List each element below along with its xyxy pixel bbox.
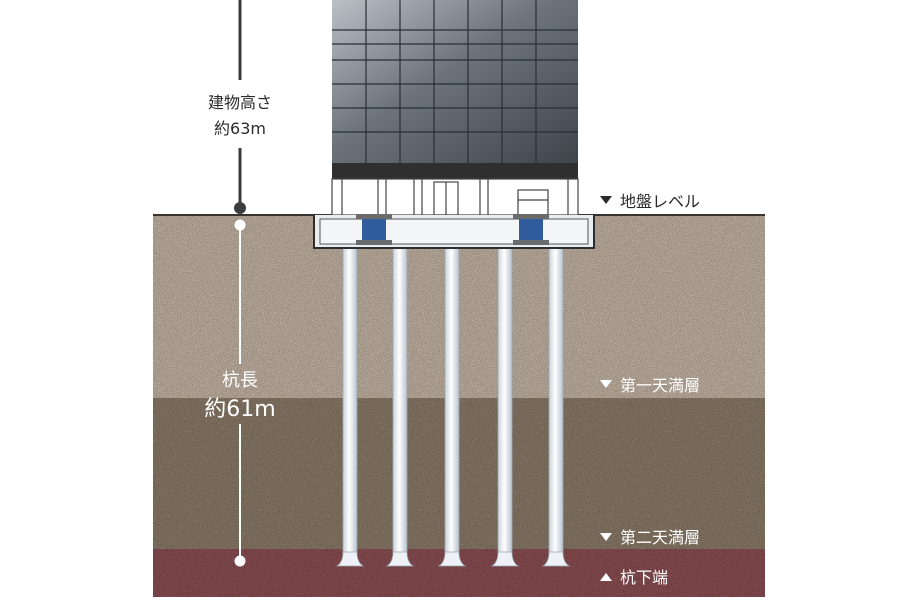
building-glass-facade [332, 0, 578, 163]
building-height-value: 約63m [214, 119, 266, 138]
foundation [313, 214, 595, 249]
triangle-down-icon [600, 196, 612, 204]
facade-mullions [332, 0, 578, 163]
building [331, 0, 579, 216]
pile-length-label: 杭長 [222, 370, 258, 391]
pile-3 [437, 243, 467, 567]
triangle-up-icon [600, 573, 612, 581]
pile-tip-label: 杭下端 [620, 568, 668, 587]
pile-length-value: 約61m [204, 397, 275, 422]
piles [335, 243, 571, 567]
pile-5 [541, 243, 571, 567]
pile-end-dot [234, 555, 246, 567]
building-lobby [331, 178, 579, 216]
pile-start-dot [234, 219, 246, 231]
seismic-isolator-right [513, 214, 549, 245]
building-height-label: 建物高さ [208, 93, 272, 112]
second-tenma-layer-label: 第二天満層 [620, 528, 700, 547]
lobby-columns [341, 179, 569, 216]
height-end-dot [234, 202, 246, 214]
building-transfer-band [332, 163, 578, 179]
ground-level-label: 地盤レベル [620, 192, 700, 211]
pile-length-dimension: 杭長 約61m [204, 219, 276, 567]
pile-4 [490, 243, 520, 567]
seismic-isolator-left [356, 214, 392, 245]
first-tenma-layer-label: 第一天満層 [620, 376, 700, 395]
building-height-dimension: 建物高さ 約63m [208, 0, 272, 214]
triangle-down-icon [600, 533, 612, 541]
triangle-down-icon [600, 380, 612, 388]
level-labels: 地盤レベル 第一天満層 第二天満層 杭下端 [600, 192, 700, 587]
